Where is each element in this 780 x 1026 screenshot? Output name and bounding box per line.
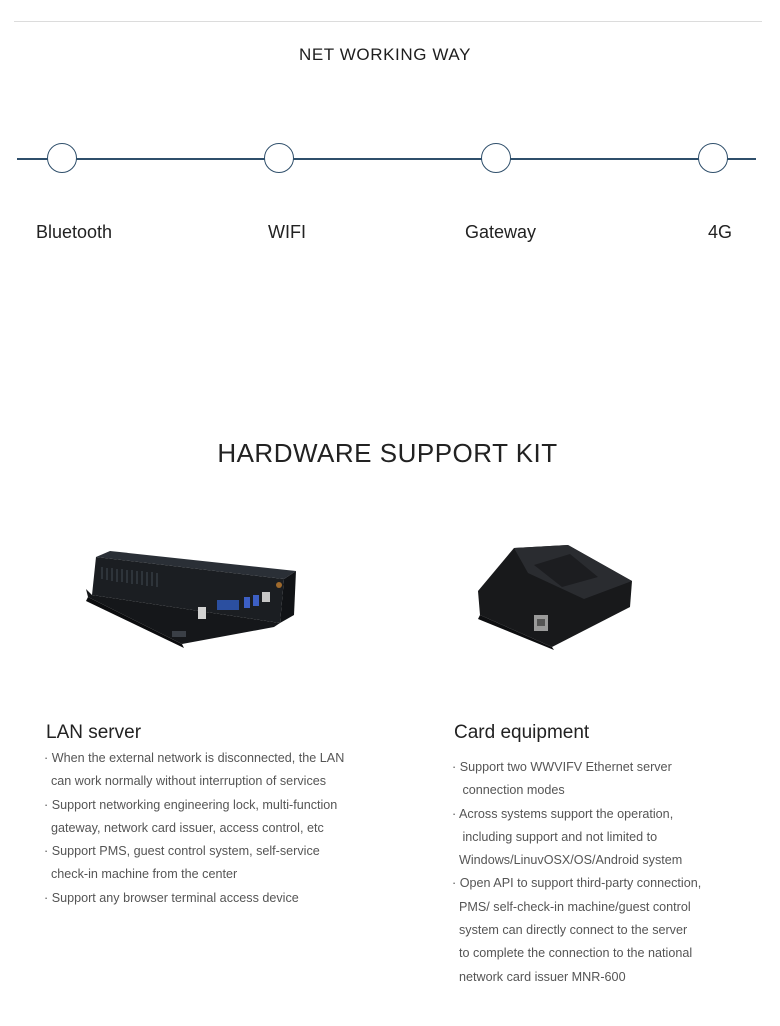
card-equipment-title: Card equipment <box>454 722 590 743</box>
list-item: · Support two WWVIFV Ethernet server <box>452 760 672 774</box>
timeline-node-gateway <box>481 143 511 173</box>
list-item: · Open API to support third-party connec… <box>452 876 702 891</box>
list-item: to complete the connection to the nation… <box>452 946 693 961</box>
list-item: connection modes <box>452 783 565 798</box>
card-equipment-image <box>478 545 632 650</box>
timeline-node-bluetooth <box>47 143 77 173</box>
lan-server-title: LAN server <box>46 722 142 743</box>
hardware-title: HARDWARE SUPPORT KIT <box>217 438 558 468</box>
list-item: gateway, network card issuer, access con… <box>44 820 324 835</box>
node-label-wifi: WIFI <box>268 222 306 242</box>
node-label-bluetooth: Bluetooth <box>36 222 113 242</box>
list-item: can work normally without interruption o… <box>44 774 327 789</box>
list-item: PMS/ self-check-in machine/guest control <box>452 899 691 914</box>
node-label-4g: 4G <box>708 222 733 242</box>
list-item: · When the external network is disconnec… <box>44 751 345 765</box>
lan-server-image <box>86 551 296 648</box>
networking-timeline <box>17 158 756 160</box>
timeline-node-wifi <box>264 143 294 173</box>
list-item: including support and not limited to <box>452 829 658 844</box>
list-item: · Support PMS, guest control system, sel… <box>44 844 320 859</box>
list-item: · Across systems support the operation, <box>452 806 674 821</box>
list-item: · Support any browser terminal access de… <box>44 890 299 905</box>
list-item: network card issuer MNR-600 <box>452 969 626 984</box>
node-label-gateway: Gateway <box>465 222 537 242</box>
networking-title: NET WORKING WAY <box>298 45 472 64</box>
list-item: system can directly connect to the serve… <box>452 923 688 938</box>
list-item: Windows/LinuvOSX/OS/Android system <box>452 853 683 868</box>
top-divider <box>14 21 762 22</box>
lan-server-features: · When the external network is disconnec… <box>44 747 344 910</box>
list-item: check-in machine from the center <box>44 867 238 882</box>
timeline-node-4g <box>698 143 728 173</box>
list-item: · Support networking engineering lock, m… <box>44 797 338 812</box>
card-equipment-features: · Support two WWVIFV Ethernet server con… <box>452 756 701 989</box>
